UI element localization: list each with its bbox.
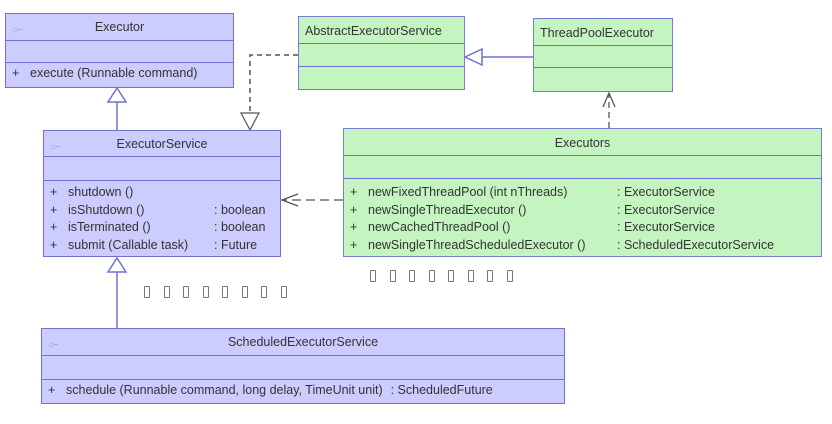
attributes-compartment bbox=[344, 156, 821, 179]
operation-row: + execute (Runnable command) bbox=[12, 65, 233, 83]
missing-glyph-box bbox=[409, 270, 415, 282]
visibility-marker: + bbox=[48, 383, 56, 397]
operation-row: + newFixedThreadPool (int nThreads) : Ex… bbox=[350, 184, 821, 202]
class-header: ○− Executor bbox=[6, 14, 233, 41]
operations-compartment: + newFixedThreadPool (int nThreads) : Ex… bbox=[344, 179, 821, 254]
operation-signature: isTerminated () bbox=[68, 220, 151, 234]
visibility-marker: + bbox=[350, 237, 358, 252]
operation-signature: schedule (Runnable command, long delay, … bbox=[66, 383, 383, 397]
missing-glyph-box bbox=[183, 286, 189, 298]
missing-glyph-box bbox=[389, 270, 396, 282]
class-header: ○− ScheduledExecutorService bbox=[42, 329, 564, 356]
visibility-marker: + bbox=[50, 237, 58, 252]
attributes-compartment bbox=[44, 157, 280, 181]
operation-return: : ScheduledFuture bbox=[390, 383, 493, 397]
generalization-arrowhead bbox=[463, 47, 483, 67]
class-name: AbstractExecutorService bbox=[305, 24, 442, 38]
interface-icon: ○− bbox=[50, 142, 61, 153]
class-header: ThreadPoolExecutor bbox=[534, 19, 672, 46]
interface-icon: ○− bbox=[12, 25, 23, 36]
missing-glyph-box bbox=[280, 286, 287, 298]
missing-glyph-box bbox=[163, 286, 170, 298]
class-name: ThreadPoolExecutor bbox=[540, 26, 654, 40]
missing-glyph-box bbox=[144, 286, 150, 298]
missing-glyph-box bbox=[506, 270, 513, 282]
operation-row: + isTerminated () : boolean bbox=[50, 219, 280, 237]
operation-signature: isShutdown () bbox=[68, 202, 145, 217]
visibility-marker: + bbox=[350, 202, 358, 217]
operation-return: : boolean bbox=[214, 202, 266, 217]
operations-compartment bbox=[299, 67, 464, 70]
operation-signature: newSingleThreadScheduledExecutor () bbox=[368, 237, 586, 252]
operation-row: + newCachedThreadPool () : ExecutorServi… bbox=[350, 219, 821, 237]
class-header: Executors bbox=[344, 129, 821, 156]
operation-row: + newSingleThreadExecutor () : ExecutorS… bbox=[350, 202, 821, 220]
realization-abstract-executorservice bbox=[249, 54, 298, 112]
operation-return: : ExecutorService bbox=[617, 202, 715, 217]
operation-signature: newFixedThreadPool (int nThreads) bbox=[368, 185, 568, 199]
operation-row: + schedule (Runnable command, long delay… bbox=[48, 382, 564, 400]
visibility-marker: + bbox=[50, 185, 58, 199]
visibility-marker: + bbox=[50, 220, 58, 234]
class-thread-pool-executor[interactable]: ThreadPoolExecutor bbox=[533, 18, 673, 92]
attributes-compartment bbox=[42, 356, 564, 380]
missing-glyph-box bbox=[428, 270, 435, 282]
generalization-arrowhead bbox=[106, 86, 128, 103]
operations-compartment bbox=[534, 68, 672, 71]
operations-compartment: + shutdown () + isShutdown () : boolean … bbox=[44, 181, 280, 254]
unrendered-label-left bbox=[144, 286, 287, 298]
generalization-arrowhead bbox=[106, 256, 128, 273]
class-header: AbstractExecutorService bbox=[299, 17, 464, 44]
operation-row: + shutdown () bbox=[50, 184, 280, 202]
operation-return: : Future bbox=[214, 237, 258, 252]
operation-return: : boolean bbox=[214, 220, 266, 234]
operation-row: + submit (Callable task) : Future bbox=[50, 237, 280, 255]
operation-signature: newSingleThreadExecutor () bbox=[368, 202, 527, 217]
interface-icon: ○− bbox=[48, 340, 59, 351]
visibility-marker: + bbox=[50, 202, 58, 217]
operations-compartment: + schedule (Runnable command, long delay… bbox=[42, 380, 564, 400]
missing-glyph-box bbox=[448, 270, 454, 282]
operation-signature: execute (Runnable command) bbox=[30, 66, 198, 80]
attributes-compartment bbox=[299, 44, 464, 67]
class-executor[interactable]: ○− Executor + execute (Runnable command) bbox=[5, 13, 234, 88]
class-executors[interactable]: Executors + newFixedThreadPool (int nThr… bbox=[343, 128, 822, 257]
attributes-compartment bbox=[534, 46, 672, 68]
operation-signature: newCachedThreadPool () bbox=[368, 220, 511, 234]
class-name: ExecutorService bbox=[116, 137, 208, 151]
class-executor-service[interactable]: ○− ExecutorService + shutdown () + isShu… bbox=[43, 130, 281, 257]
dependency-arrowhead bbox=[602, 91, 616, 108]
missing-glyph-box bbox=[241, 286, 248, 298]
missing-glyph-box bbox=[222, 286, 228, 298]
visibility-marker: + bbox=[12, 66, 20, 80]
missing-glyph-box bbox=[487, 270, 493, 282]
missing-glyph-box bbox=[261, 286, 267, 298]
attributes-compartment bbox=[6, 41, 233, 63]
operation-return: : ExecutorService bbox=[617, 220, 715, 234]
class-scheduled-executor-service[interactable]: ○− ScheduledExecutorService + schedule (… bbox=[41, 328, 565, 404]
operation-signature: submit (Callable task) bbox=[68, 237, 189, 252]
operation-return: : ExecutorService bbox=[617, 185, 715, 199]
visibility-marker: + bbox=[350, 220, 358, 234]
dependency-arrowhead bbox=[280, 193, 299, 207]
realization-arrowhead bbox=[240, 112, 260, 132]
class-name: Executors bbox=[554, 136, 611, 150]
operation-row: + newSingleThreadScheduledExecutor () : … bbox=[350, 237, 821, 255]
class-abstract-executor-service[interactable]: AbstractExecutorService bbox=[298, 16, 465, 90]
operation-row: + isShutdown () : boolean bbox=[50, 202, 280, 220]
visibility-marker: + bbox=[350, 185, 358, 199]
class-header: ○− ExecutorService bbox=[44, 131, 280, 157]
class-name: ScheduledExecutorService bbox=[227, 335, 379, 349]
missing-glyph-box bbox=[202, 286, 209, 298]
operations-compartment: + execute (Runnable command) bbox=[6, 63, 233, 83]
missing-glyph-box bbox=[370, 270, 376, 282]
unrendered-label-right bbox=[370, 270, 513, 282]
operation-return: : ScheduledExecutorService bbox=[617, 237, 775, 252]
class-name: Executor bbox=[94, 20, 145, 34]
missing-glyph-box bbox=[467, 270, 474, 282]
operation-signature: shutdown () bbox=[68, 185, 134, 199]
